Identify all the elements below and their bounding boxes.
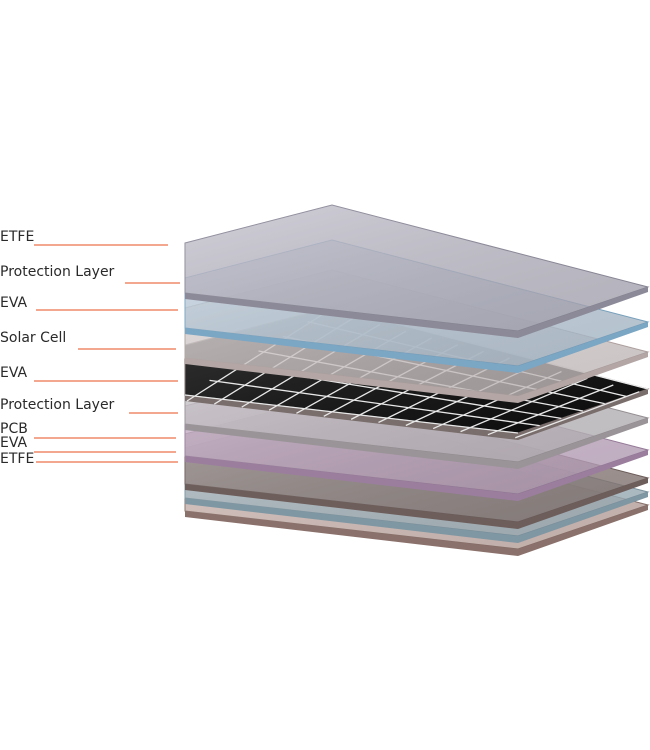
layer-label: Protection Layer xyxy=(0,264,115,280)
cell-grid-line xyxy=(487,384,614,436)
label-group-7: PCB xyxy=(0,421,176,439)
layer-label: ETFE xyxy=(0,229,34,245)
layer-label: EVA xyxy=(0,365,28,381)
cell-grid-line xyxy=(515,391,640,439)
layer-shading xyxy=(185,205,648,331)
label-group-3: EVA xyxy=(0,295,178,311)
layer-label: EVA xyxy=(0,295,28,311)
cell-grid-line xyxy=(184,394,519,434)
label-group-1: ETFE xyxy=(0,229,168,246)
label-group-6: Protection Layer xyxy=(0,397,178,414)
layer-label: PCB xyxy=(0,421,28,437)
layer-label: ETFE xyxy=(0,451,34,467)
cell-grid-line xyxy=(460,377,588,433)
layer-label: EVA xyxy=(0,435,28,451)
layer-label: Protection Layer xyxy=(0,397,115,413)
label-group-2: Protection Layer xyxy=(0,264,180,284)
cell-grid-line xyxy=(209,379,540,427)
label-group-5: EVA xyxy=(0,365,178,382)
layer-1-etfe xyxy=(184,204,650,338)
layer-label: Solar Cell xyxy=(0,330,66,346)
label-group-8: EVA xyxy=(0,435,176,453)
label-group-4: Solar Cell xyxy=(0,330,176,350)
label-group-9: ETFE xyxy=(0,451,178,467)
layer-stack xyxy=(184,204,650,556)
